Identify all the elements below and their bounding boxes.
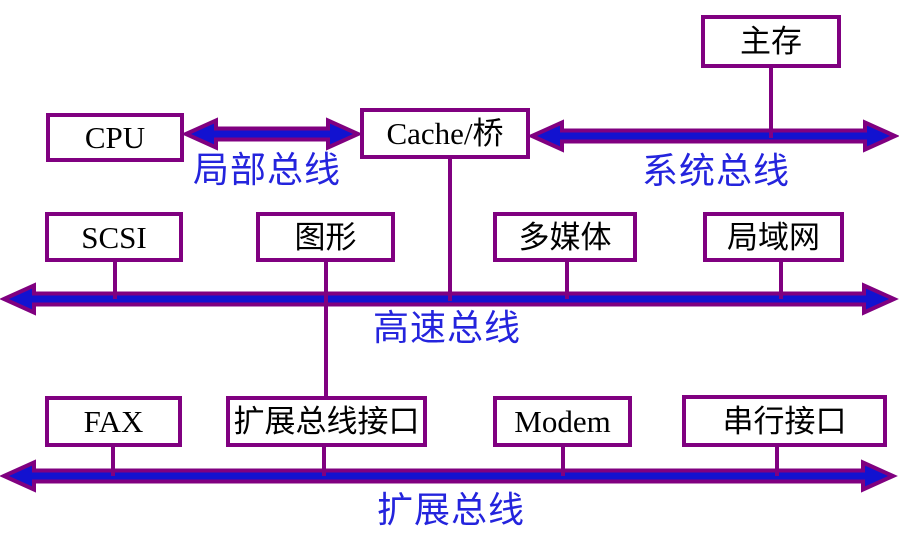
connector-modem-to-expansion-bus <box>561 445 565 476</box>
box-serial-interface: 串行接口 <box>682 395 887 447</box>
box-scsi: SCSI <box>45 212 183 262</box>
box-expansion-bus-interface-label: 扩展总线接口 <box>233 404 420 439</box>
connector-main-memory-to-system-bus <box>769 66 773 138</box>
box-modem: Modem <box>493 396 632 447</box>
box-cpu-label: CPU <box>84 120 146 155</box>
local-bus-label: 局部总线 <box>193 150 342 190</box>
box-fax: FAX <box>45 396 182 447</box>
box-main-memory: 主存 <box>701 15 841 68</box>
box-cache-bridge-label: Cache/桥 <box>386 116 504 151</box>
box-expansion-bus-interface: 扩展总线接口 <box>226 396 427 447</box>
box-modem-label: Modem <box>514 404 611 439</box>
connector-scsi-to-high-speed-bus <box>113 260 117 299</box>
box-scsi-label: SCSI <box>81 219 147 255</box>
system-bus-label: 系统总线 <box>642 151 791 191</box>
box-cpu: CPU <box>46 113 184 162</box>
box-lan: 局域网 <box>703 212 844 262</box>
box-serial-interface-label: 串行接口 <box>722 403 847 439</box>
box-fax-label: FAX <box>83 404 144 439</box>
box-multimedia: 多媒体 <box>493 212 637 262</box>
system-bus-arrow <box>527 119 899 153</box>
connector-expansion-interface-to-expansion-bus <box>322 445 326 476</box>
connector-lan-to-high-speed-bus <box>779 260 783 299</box>
expansion-bus-arrow <box>0 459 898 493</box>
box-graphics-label: 图形 <box>294 219 357 255</box>
box-multimedia-label: 多媒体 <box>518 219 612 255</box>
box-main-memory-label: 主存 <box>740 24 802 59</box>
connector-multimedia-to-high-speed-bus <box>565 260 569 299</box>
local-bus-arrow <box>181 117 363 151</box>
connector-graphics-to-expansion-interface <box>324 260 328 398</box>
box-lan-label: 局域网 <box>727 219 820 255</box>
connector-fax-to-expansion-bus <box>111 445 115 476</box>
connector-serial-interface-to-expansion-bus <box>775 445 779 476</box>
high-speed-bus-label: 高速总线 <box>373 308 522 348</box>
connector-cache-bridge-to-high-speed-bus <box>448 156 452 301</box>
box-graphics: 图形 <box>256 212 395 262</box>
expansion-bus-label: 扩展总线 <box>377 490 526 530</box>
box-cache-bridge: Cache/桥 <box>360 108 530 159</box>
